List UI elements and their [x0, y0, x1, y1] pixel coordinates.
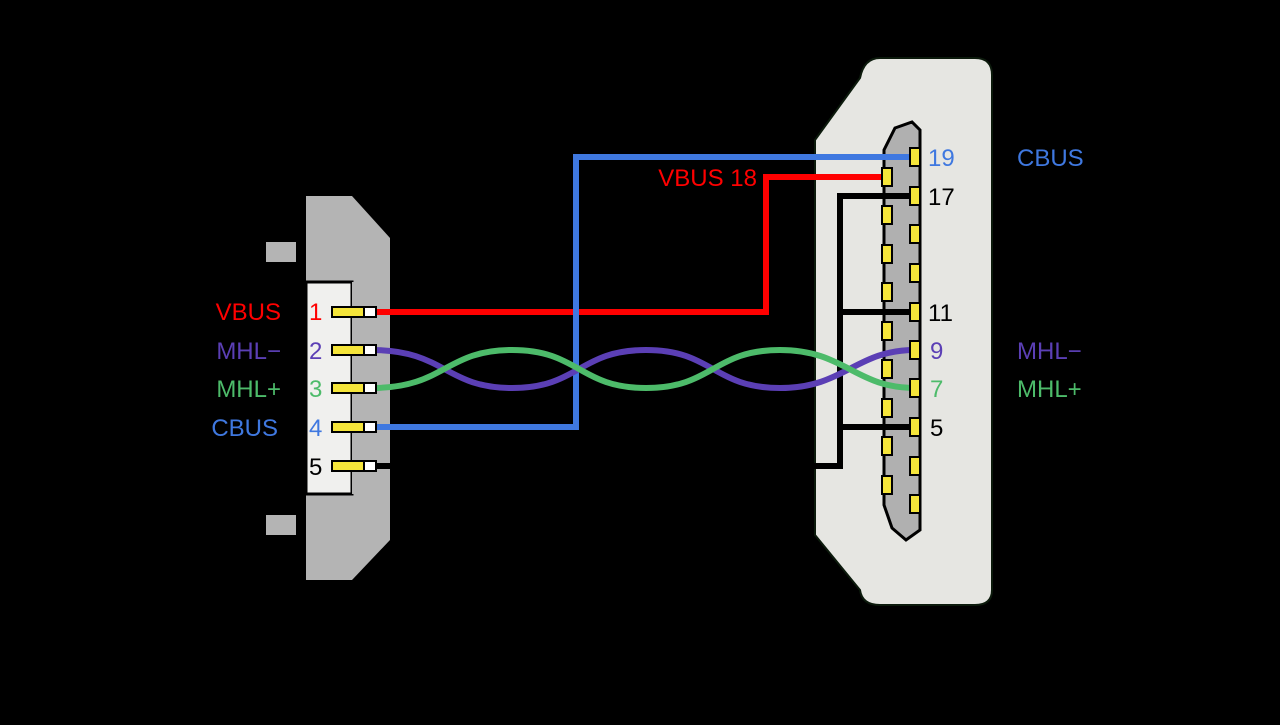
- hdmi-vbus-label: VBUS 18: [658, 165, 757, 192]
- usb-pin: [331, 344, 377, 356]
- hdmi-signal-label: MHL−: [1017, 338, 1082, 365]
- hdmi-pin: [881, 359, 893, 379]
- usb-signal-label: MHL−: [216, 338, 281, 365]
- hdmi-signal-label: MHL+: [1017, 376, 1082, 403]
- usb-pin: [331, 306, 377, 318]
- usb-pin: [331, 382, 377, 394]
- hdmi-signal-label: CBUS: [1017, 145, 1084, 172]
- hdmi-pin: [881, 244, 893, 264]
- usb-signal-label: VBUS: [216, 299, 281, 326]
- hdmi-pin: [909, 263, 921, 283]
- usb-pins: [331, 306, 377, 472]
- hdmi-pin: [909, 147, 921, 167]
- usb-pin: [331, 421, 377, 433]
- usb-pin: [331, 460, 377, 472]
- hdmi-pins: [881, 147, 921, 514]
- usb-mount-tab-bottom: [266, 515, 296, 535]
- hdmi-pin: [909, 456, 921, 476]
- cbus-wire: [372, 154, 915, 430]
- hdmi-pin: [881, 436, 893, 456]
- usb-pin-number: 2: [309, 338, 322, 365]
- hdmi-pin: [909, 417, 921, 437]
- hdmi-pin: [881, 167, 893, 187]
- hdmi-pin-number: 9: [930, 338, 943, 365]
- hdmi-pin-number: 19: [928, 145, 955, 172]
- hdmi-pin-number: 17: [928, 184, 955, 211]
- hdmi-pin: [909, 224, 921, 244]
- hdmi-pin: [881, 321, 893, 341]
- hdmi-pin-number: 7: [930, 376, 943, 403]
- hdmi-pin: [909, 186, 921, 206]
- hdmi-pin-number: 11: [928, 300, 953, 327]
- hdmi-pin: [909, 302, 921, 322]
- usb-mount-tab-top: [266, 242, 296, 262]
- signal-wires: [371, 154, 916, 430]
- hdmi-pin: [909, 378, 921, 398]
- hdmi-pin-number: 5: [930, 415, 943, 442]
- mhl-plus-wire: [371, 346, 916, 392]
- usb-pin-number: 5: [309, 454, 322, 481]
- usb-signal-label: CBUS: [211, 415, 278, 442]
- hdmi-pin: [881, 282, 893, 302]
- usb-signal-label: MHL+: [216, 376, 281, 403]
- hdmi-pin: [881, 205, 893, 225]
- usb-labels: VBUS MHL− MHL+ CBUS 1 2 3 4 5: [211, 299, 322, 481]
- usb-pin-number: 4: [309, 415, 322, 442]
- mhl-minus-wire: [371, 346, 916, 392]
- hdmi-labels: 19 17 11 9 7 5 VBUS 18 CBUS MHL− MHL+: [658, 145, 1083, 442]
- ground-wire-bus: [812, 193, 915, 469]
- hdmi-pin: [909, 494, 921, 514]
- usb-pin-number: 3: [309, 376, 322, 403]
- hdmi-pin: [881, 475, 893, 495]
- hdmi-pin: [881, 398, 893, 418]
- vbus-wire: [372, 174, 888, 315]
- hdmi-pin: [909, 340, 921, 360]
- usb-pin-number: 1: [309, 299, 322, 326]
